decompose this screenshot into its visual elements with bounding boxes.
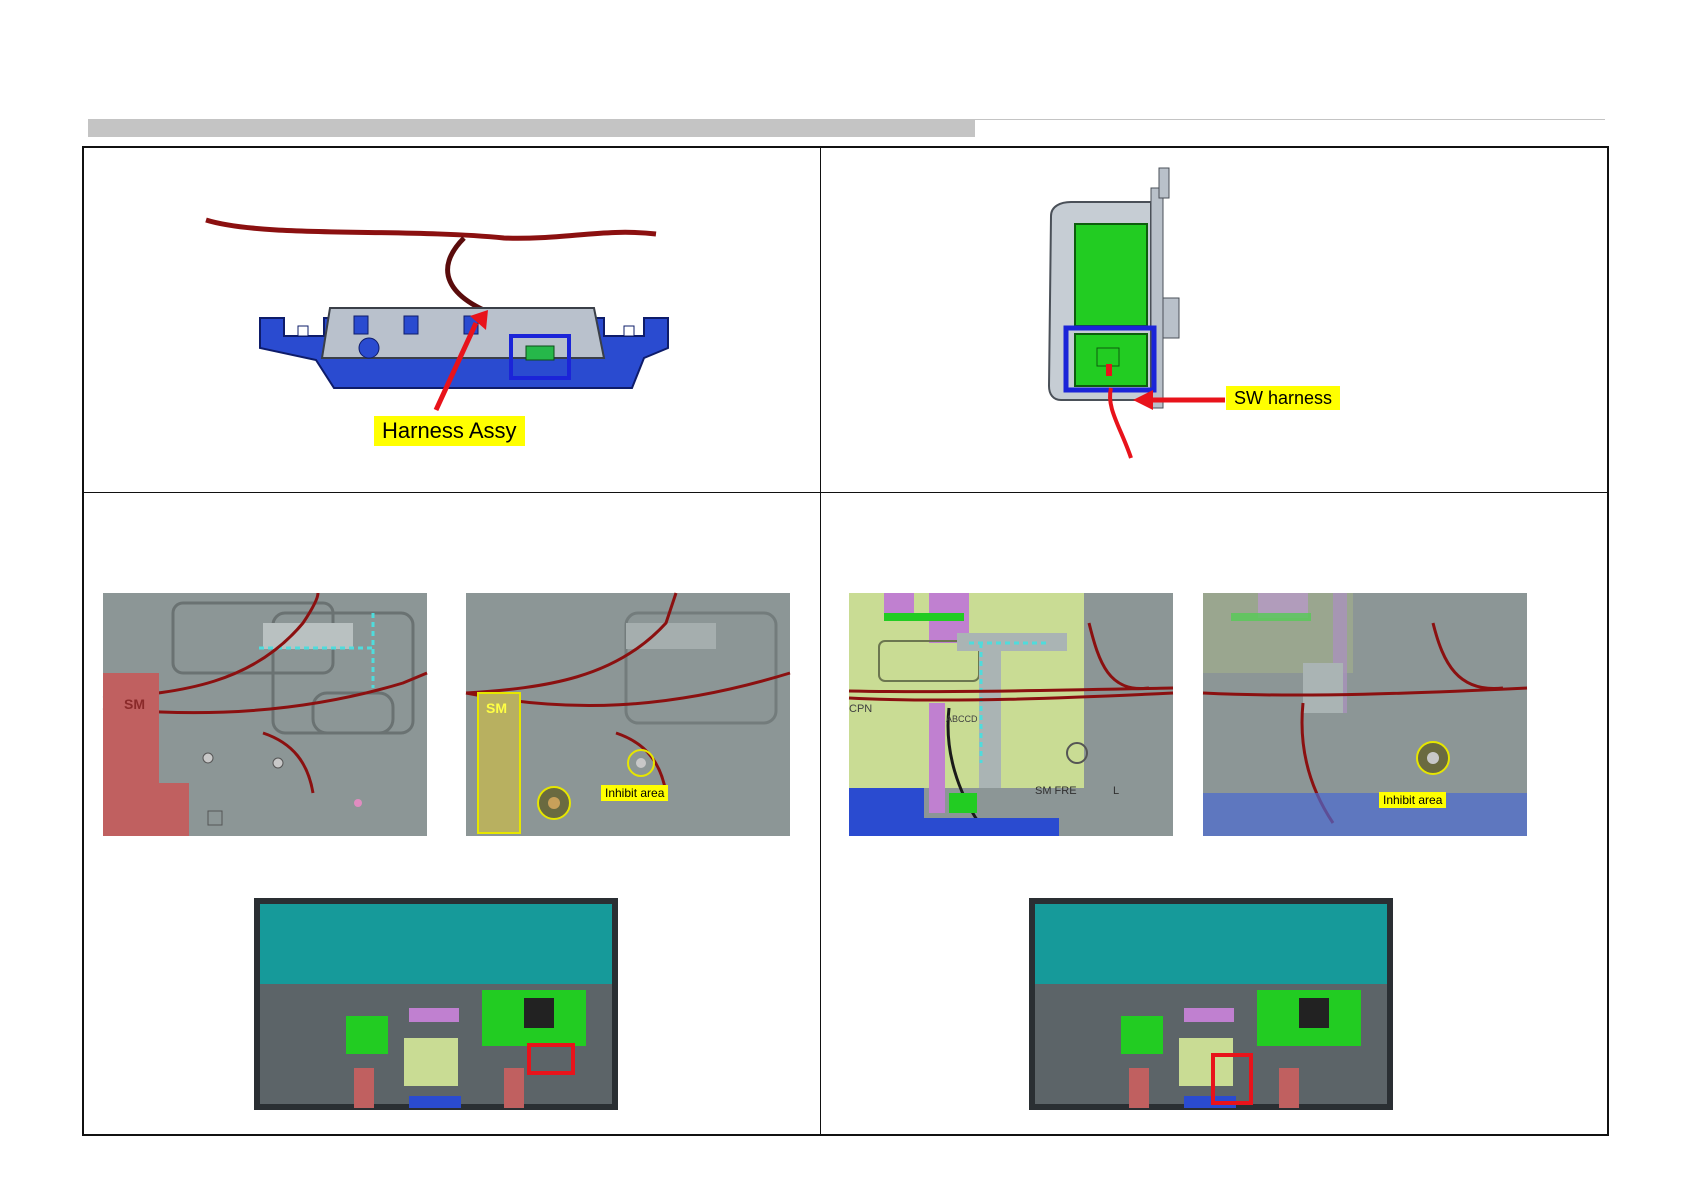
routing-view-right-b [1203, 593, 1527, 836]
tv-overview-left [254, 898, 618, 1110]
content-table: Harness Assy SW harness [82, 146, 1609, 1136]
row-divider [84, 492, 1607, 493]
inhibit-area-label-left: Inhibit area [601, 785, 668, 801]
sm-fre-mark: SM FRE [1035, 785, 1077, 797]
inhibit-area-label-right: Inhibit area [1379, 792, 1446, 808]
tv-overview-right [1029, 898, 1393, 1110]
sm-mark-mid: SM [486, 700, 507, 716]
abccd-mark: ABCCD [946, 714, 978, 724]
harness-assy-label: Harness Assy [374, 416, 525, 446]
header-rule [975, 119, 1605, 120]
sm-mark-left: SM [124, 696, 145, 712]
sw-harness-illustration [821, 148, 1609, 492]
sw-harness-label: SW harness [1226, 386, 1340, 410]
routing-view-left-a [103, 593, 427, 836]
cpn-mark: CPN [849, 703, 872, 715]
routing-view-right-a [849, 593, 1173, 836]
header-bar [88, 119, 975, 137]
l-mark: L [1113, 785, 1119, 797]
